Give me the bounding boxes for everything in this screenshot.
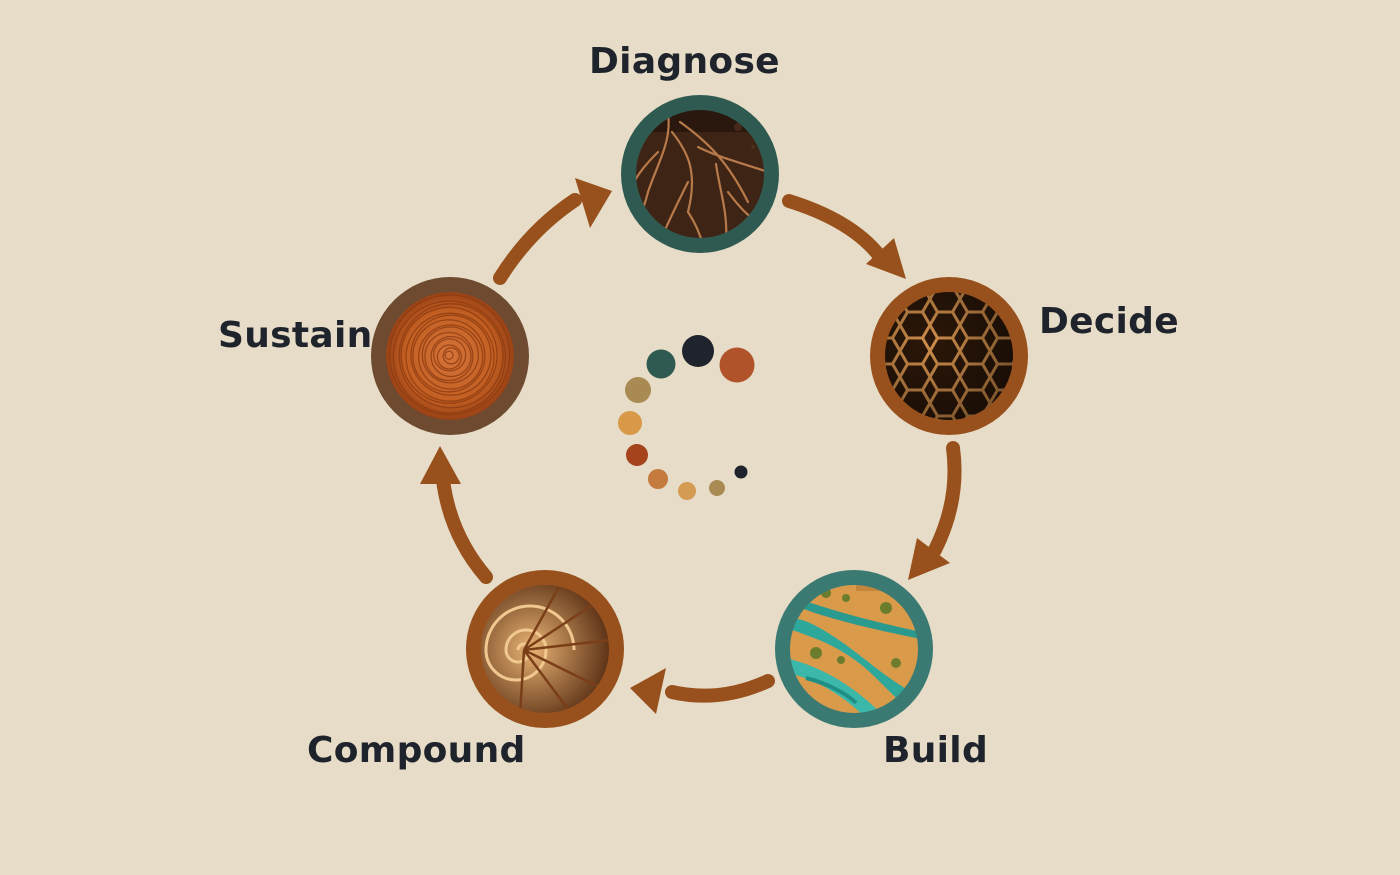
stage-node-build (775, 570, 933, 728)
stage-node-decide (870, 277, 1028, 435)
stage-node-diagnose (621, 95, 779, 253)
arrow-sustain-to-diagnose (493, 178, 612, 285)
stage-node-compound (466, 570, 624, 728)
spiral-dot (618, 411, 642, 435)
arrow-build-to-compound (630, 668, 775, 714)
stage-label-diagnose: Diagnose (589, 41, 780, 82)
roots-soil-image (636, 110, 764, 238)
spiral-dot (678, 482, 696, 500)
spiral-dot (625, 377, 651, 403)
river-delta-image (790, 585, 918, 713)
center-dot-spiral (618, 335, 755, 500)
stage-label-decide: Decide (1039, 301, 1179, 342)
honeycomb-image (885, 292, 1013, 420)
spiral-dot (709, 480, 725, 496)
stage-node-sustain (371, 277, 529, 435)
spiral-dot (719, 347, 755, 383)
stage-label-build: Build (883, 730, 989, 771)
stage-label-sustain: Sustain (218, 315, 373, 356)
spiral-dot (682, 335, 714, 367)
arrow-diagnose-to-decide (782, 194, 906, 279)
arrow-decide-to-build (908, 441, 962, 580)
stage-label-compound: Compound (307, 730, 526, 771)
nautilus-shell-image (481, 585, 609, 713)
spiral-dot (734, 465, 748, 479)
spiral-dot (648, 469, 668, 489)
spiral-dot (646, 349, 676, 379)
arrow-compound-to-sustain (420, 446, 493, 584)
spiral-dot (626, 444, 648, 466)
tree-rings-image (386, 292, 514, 420)
